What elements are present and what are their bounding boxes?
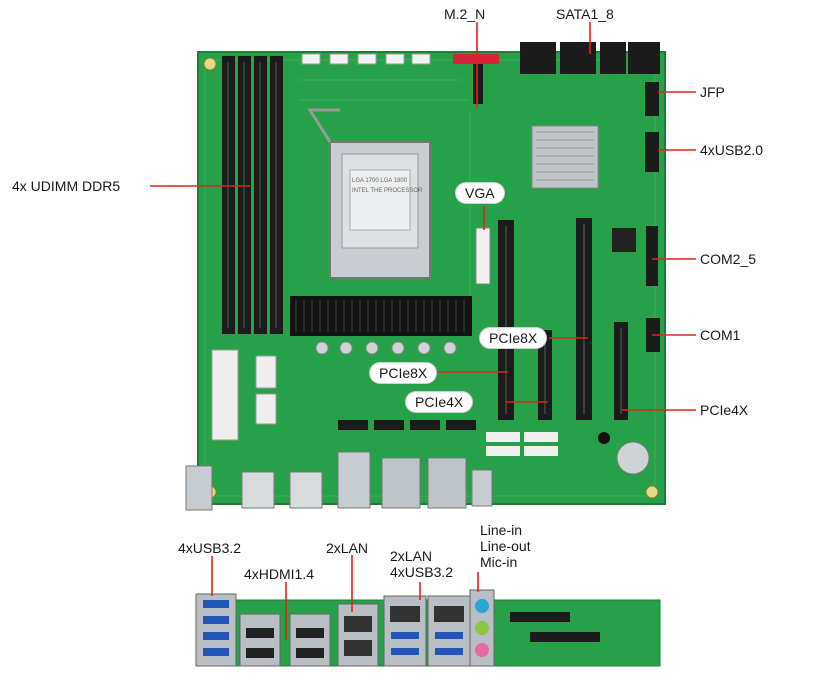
cpu-socket: LGA 1700 LGA 1800 INTEL THE PROCESSOR [307,108,431,279]
label-jfp: JFP [700,84,725,100]
label-audio-mic-in: Mic-in [480,554,518,570]
cpu-socket-text-1: LGA 1700 LGA 1800 [352,178,408,184]
com2-5-header [646,226,658,286]
cmos-battery [616,441,650,475]
label-pcie8x-upper: PCIe8X [480,328,547,348]
vrm-heatsink [290,296,472,336]
jfp-header [645,82,659,116]
label-dimm: 4x UDIMM DDR5 [12,178,121,194]
label-pcie4x-left: PCIe4X [406,392,473,412]
rear-io-top [185,451,493,511]
hdmi-stack-left [239,613,281,667]
vga-header [475,227,491,285]
label-audio: Line-in Line-out Mic-in [480,522,531,570]
label-pcie8x-lower: PCIe8X [370,363,437,383]
label-com2-5: COM2_5 [700,251,757,267]
label-pcie4x-right: PCIe4X [700,402,749,418]
label-usb32-b: 4xUSB3.2 [390,564,454,580]
atx-power [211,349,239,441]
label-hdmi: 4xHDMI1.4 [244,566,315,582]
label-usb20: 4xUSB2.0 [700,142,764,158]
cpu-socket-text-2: INTEL THE PROCESSOR [352,188,423,194]
label-com1: COM1 [700,327,741,343]
m2-connector [453,54,499,64]
label-sata: SATA1_8 [556,6,614,22]
pcb [197,51,666,505]
pcie-slots [498,218,628,420]
hdmi-stack-right [289,613,331,667]
label-audio-line-out: Line-out [480,538,531,554]
dimm-slots [222,56,283,334]
pointer-lines [150,22,696,640]
label-vga: VGA [456,183,504,203]
rear-io-view [195,589,661,667]
label-usb32: 4xUSB3.2 [178,540,242,556]
lan-stack [337,603,379,667]
chipset-heatsink [531,125,599,189]
usb20-header [645,132,659,172]
label-m2: M.2_N [444,6,486,22]
main-board: LGA 1700 LGA 1800 INTEL THE PROCESSOR [185,42,666,511]
label-audio-line-in: Line-in [480,522,523,538]
label-2xlan-b: 2xLAN [390,548,433,564]
label-2xlan: 2xLAN [326,540,369,556]
